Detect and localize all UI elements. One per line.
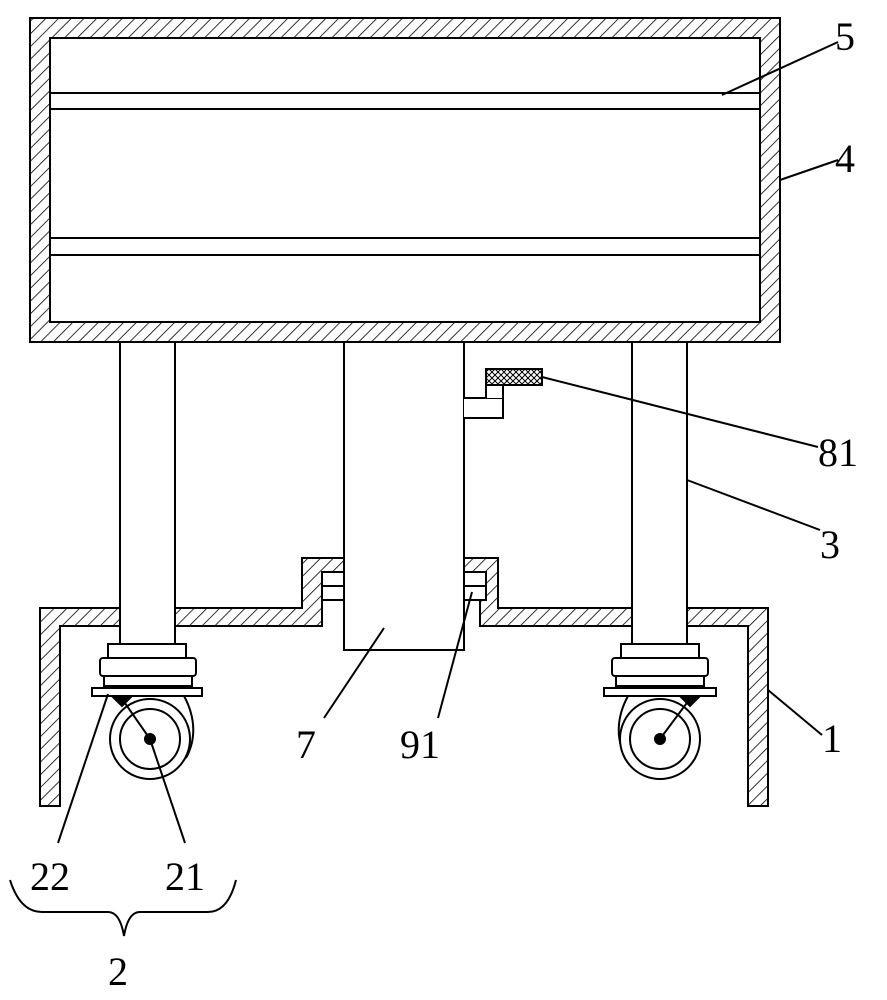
top-box-wall <box>29 17 781 343</box>
label-81: 81 <box>818 430 858 475</box>
right-caster <box>603 643 717 780</box>
label-2: 2 <box>108 949 128 994</box>
left-caster <box>91 643 203 780</box>
right-leg <box>631 341 688 645</box>
group-brace <box>9 879 237 937</box>
label-91: 91 <box>400 722 440 767</box>
label-3: 3 <box>820 522 840 567</box>
label-21: 21 <box>165 854 205 899</box>
bracket-81 <box>464 368 543 419</box>
knurled-part <box>485 368 543 386</box>
central-post <box>343 341 465 651</box>
top-box <box>29 17 781 343</box>
label-5: 5 <box>835 14 855 59</box>
label-1: 1 <box>822 716 842 761</box>
leader-lines <box>57 41 839 844</box>
label-4: 4 <box>835 136 855 181</box>
left-leg <box>119 341 176 645</box>
label-22: 22 <box>30 854 70 899</box>
base-frame <box>39 557 769 807</box>
label-7: 7 <box>296 722 316 767</box>
